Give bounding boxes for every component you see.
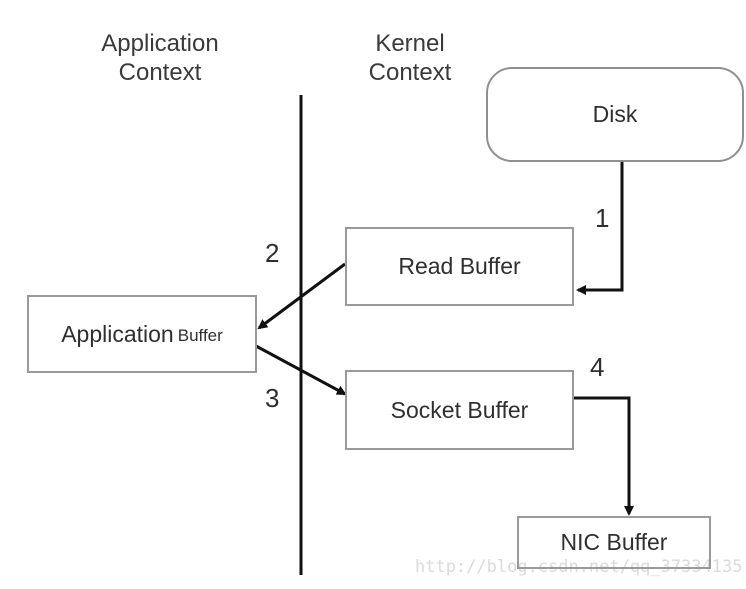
- read-buffer-label: Read Buffer: [398, 253, 521, 279]
- watermark-url: http://blog.csdn.net/qq_37334135: [415, 557, 743, 577]
- arrow-socket-buffer-to-nic-buffer: [573, 396, 634, 516]
- disk-label: Disk: [592, 101, 638, 127]
- nic-buffer-box: NIC Buffer: [517, 516, 711, 569]
- application-context-label: Application Context: [101, 30, 219, 86]
- step-4-label: 4: [590, 352, 605, 382]
- application-buffer-label-suffix: Buffer: [177, 326, 223, 345]
- step-1-label: 1: [595, 203, 610, 233]
- disk-box: Disk: [486, 67, 744, 162]
- step-2-label: 2: [265, 238, 280, 268]
- nic-buffer-label: NIC Buffer: [560, 529, 668, 555]
- socket-buffer-label: Socket Buffer: [390, 396, 529, 423]
- read-buffer-box: Read Buffer: [345, 227, 574, 306]
- socket-buffer-box: Socket Buffer: [345, 370, 574, 450]
- step-3-label: 3: [265, 383, 280, 413]
- application-buffer-label-main: Application: [61, 320, 174, 347]
- kernel-context-label: Kernel Context: [368, 30, 452, 86]
- arrow-disk-to-read-buffer: [576, 162, 624, 295]
- arrow-application-buffer-to-socket-buffer: [255, 344, 347, 396]
- application-buffer-box: Application Buffer: [27, 295, 257, 373]
- arrow-read-buffer-to-application-buffer: [257, 262, 346, 330]
